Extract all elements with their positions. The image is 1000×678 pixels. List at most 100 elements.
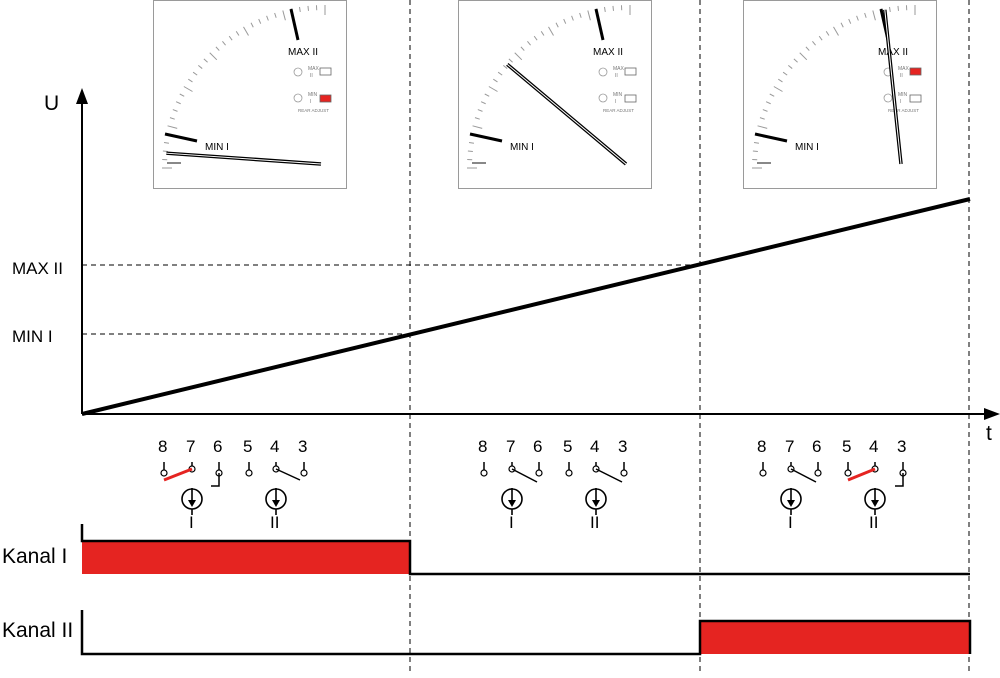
terminal-pin-icon <box>161 470 167 476</box>
coil-2: II <box>586 488 606 532</box>
panel-max-label: MAX <box>613 66 625 72</box>
contact-1-link <box>791 469 816 482</box>
terminal-label: 3 <box>897 437 906 456</box>
terminal-label: 5 <box>842 437 851 456</box>
coil-2: II <box>865 488 885 532</box>
panel-max-label: MAX <box>308 66 320 72</box>
meter-tick <box>308 6 309 11</box>
x-axis-arrow-icon <box>984 408 1000 420</box>
terminal-label: 6 <box>812 437 821 456</box>
coil-label: I <box>189 513 194 532</box>
coil-1: I <box>182 488 202 532</box>
panel-max-sub: II <box>615 73 618 79</box>
meter-max-label: MAX II <box>878 47 908 58</box>
terminal-label: 4 <box>869 437 878 456</box>
meter-min-label: MIN I <box>510 142 534 153</box>
max-level-label: MAX II <box>12 259 63 278</box>
panel-max-sub: II <box>900 73 903 79</box>
meter-tick <box>898 6 899 11</box>
coil-label: II <box>869 513 878 532</box>
coil-1: I <box>781 488 801 532</box>
terminal-label: 4 <box>270 437 279 456</box>
terminal-label: 7 <box>186 437 195 456</box>
terminal-label: 6 <box>213 437 222 456</box>
terminal-pin-icon <box>246 470 252 476</box>
panel-note: REAR ADJUST <box>298 108 329 113</box>
meter-frame <box>744 1 937 189</box>
meter-max-label: MAX II <box>593 47 623 58</box>
terminal-pin-icon <box>481 470 487 476</box>
panel-max-label: MAX <box>898 66 910 72</box>
panel-min-sub: I <box>310 99 311 105</box>
signal-ramp <box>82 199 970 414</box>
terminal-label: 6 <box>533 437 542 456</box>
terminal-label: 8 <box>158 437 167 456</box>
terminal-label: 7 <box>506 437 515 456</box>
panel-max-sub: II <box>310 73 313 79</box>
panel-max-indicator <box>910 68 921 75</box>
meter-max-label: MAX II <box>288 47 318 58</box>
terminal-pin-icon <box>815 470 821 476</box>
meter-tick <box>753 151 758 152</box>
contact-2-link <box>276 469 300 480</box>
terminal-pin-icon <box>566 470 572 476</box>
coil-label: I <box>509 513 514 532</box>
threshold-lines <box>82 265 700 334</box>
terminal-pin-icon <box>760 470 766 476</box>
terminal-pin-icon <box>301 470 307 476</box>
panel-min-indicator <box>320 95 331 102</box>
channel-1-label: Kanal I <box>2 545 67 568</box>
contact-2-link <box>596 469 622 482</box>
meter-tick <box>468 151 473 152</box>
terminal-label: 5 <box>563 437 572 456</box>
channel-1-trace <box>82 524 970 574</box>
terminal-pin-icon <box>536 470 542 476</box>
meter-tick <box>613 6 614 11</box>
terminal-pin-icon <box>621 470 627 476</box>
channel-2-trace <box>82 610 970 654</box>
terminal-label: 3 <box>298 437 307 456</box>
terminal-label: 4 <box>590 437 599 456</box>
panel-min-sub: I <box>615 99 616 105</box>
panel-max-indicator <box>320 68 331 75</box>
panel-max-indicator <box>625 68 636 75</box>
meter-min-label: MIN I <box>795 142 819 153</box>
meter-tick <box>163 151 168 152</box>
meter-min-label: MIN I <box>205 142 229 153</box>
panel-min-sub: I <box>900 99 901 105</box>
y-axis-label: U <box>44 92 59 115</box>
panel-min-indicator <box>625 95 636 102</box>
coil-label: II <box>590 513 599 532</box>
min-level-label: MIN I <box>12 327 53 346</box>
panel-min-label: MIN <box>898 92 908 98</box>
contact-1-closed <box>164 469 192 480</box>
terminal-label: 8 <box>757 437 766 456</box>
y-axis-arrow-icon <box>76 88 88 104</box>
channel-1-active-block <box>82 541 410 574</box>
panel-note: REAR ADJUST <box>888 108 919 113</box>
coil-2: II <box>266 488 286 532</box>
coil-1: I <box>502 488 522 532</box>
terminal-label: 3 <box>618 437 627 456</box>
panel-min-label: MIN <box>613 92 623 98</box>
panel-min-indicator <box>910 95 921 102</box>
channel-2-label: Kanal II <box>2 619 73 642</box>
x-axis-label: t <box>986 422 992 445</box>
coil-label: II <box>270 513 279 532</box>
panel-note: REAR ADJUST <box>603 108 634 113</box>
terminal-label: 5 <box>243 437 252 456</box>
channel-2-active-block <box>700 621 970 654</box>
contact-2-closed <box>848 469 875 480</box>
terminal-label: 7 <box>785 437 794 456</box>
panel-min-label: MIN <box>308 92 318 98</box>
